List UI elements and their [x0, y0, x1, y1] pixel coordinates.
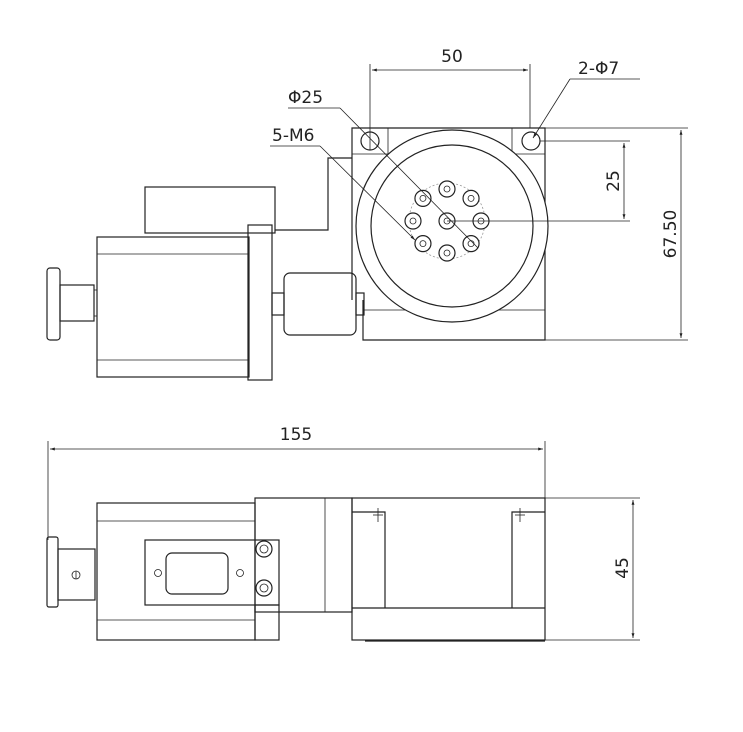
motor: [96, 224, 273, 381]
threaded-hole-center: [443, 249, 451, 257]
dimension-25: 25: [447, 140, 630, 222]
threaded-hole: [462, 235, 480, 253]
dimension-phi25: Φ25: [288, 88, 479, 249]
dim-threaded-holes-label: 5-M6: [272, 126, 314, 146]
threaded-hole-center: [419, 240, 427, 248]
dimension-67-50: 67.50: [545, 127, 688, 341]
threaded-hole: [438, 180, 456, 198]
threaded-hole-center: [409, 217, 417, 225]
threaded-hole: [462, 189, 480, 207]
threaded-hole: [404, 212, 422, 230]
side-body: [254, 497, 353, 641]
connector-plate: [144, 539, 280, 606]
dimension-2-phi7: 2-Φ7: [532, 59, 640, 139]
threaded-hole: [414, 235, 432, 253]
dimension-45: 45: [545, 497, 640, 641]
threaded-hole-center: [419, 194, 427, 202]
dim-width-label: 50: [441, 47, 463, 67]
threaded-holes: [404, 180, 490, 262]
threaded-hole-center: [467, 194, 475, 202]
dim-bolt-circle-label: Φ25: [288, 88, 323, 108]
sensor-box: [144, 157, 352, 234]
dim-length-label: 155: [280, 425, 312, 445]
dimension-50: 50: [369, 47, 531, 150]
dim-side-height-label: 45: [613, 557, 633, 579]
knob: [46, 267, 98, 341]
side-view: 155 45: [46, 425, 640, 642]
dimension-5-m6: 5-M6: [270, 126, 416, 241]
threaded-hole: [414, 189, 432, 207]
side-knob: [46, 536, 96, 608]
top-view: 50 2-Φ7 Φ25 5-M6 25 67.50: [46, 47, 688, 381]
coupling: [271, 272, 365, 336]
dimension-155: 155: [47, 425, 546, 540]
dim-center-offset-label: 25: [604, 170, 624, 192]
dim-mount-holes-label: 2-Φ7: [578, 59, 619, 79]
dim-height-label: 67.50: [661, 210, 681, 259]
mount-hole-right: [521, 131, 541, 151]
threaded-hole: [438, 244, 456, 262]
threaded-hole-center: [443, 185, 451, 193]
side-motor: [96, 502, 256, 641]
side-stage: [351, 497, 546, 642]
